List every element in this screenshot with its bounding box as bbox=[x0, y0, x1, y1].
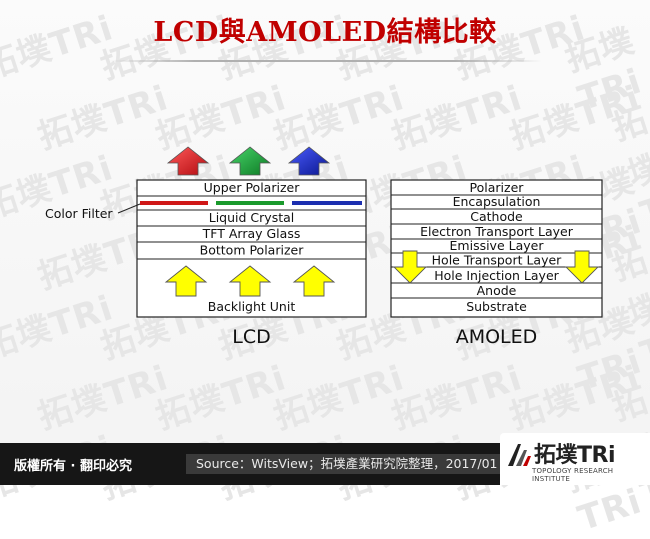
amoled-stack: Polarizer Encapsulation Cathode Electron… bbox=[390, 179, 603, 318]
blue-color-filter bbox=[292, 201, 362, 205]
lcd-layer-upper-polarizer: Upper Polarizer bbox=[204, 180, 301, 195]
amoled-layer-encapsulation: Encapsulation bbox=[453, 194, 541, 209]
lcd-caption: LCD bbox=[232, 326, 270, 348]
structure-comparison-diagram: Upper Polarizer Liquid Crystal TFT Array… bbox=[45, 146, 603, 348]
red-color-filter bbox=[140, 201, 208, 205]
red-light-arrow-icon bbox=[166, 146, 210, 176]
amoled-layer-polarizer: Polarizer bbox=[470, 180, 525, 195]
lcd-stack: Upper Polarizer Liquid Crystal TFT Array… bbox=[136, 146, 367, 318]
backlight-arrow-icon bbox=[164, 265, 208, 297]
lcd-layer-bottom-polarizer: Bottom Polarizer bbox=[200, 243, 305, 258]
amoled-layer-anode: Anode bbox=[477, 283, 517, 298]
color-filter-label: Color Filter bbox=[45, 206, 113, 221]
backlight-arrow-icon bbox=[228, 265, 272, 297]
amoled-layer-emissive: Emissive Layer bbox=[450, 238, 545, 253]
title-divider bbox=[108, 60, 542, 62]
blue-light-arrow-icon bbox=[287, 146, 331, 176]
lcd-layer-liquid-crystal: Liquid Crystal bbox=[209, 210, 295, 225]
logo-wordmark: 拓墣TRi bbox=[534, 443, 616, 468]
amoled-layer-electron-transport: Electron Transport Layer bbox=[420, 224, 574, 239]
backlight-arrow-icon bbox=[292, 265, 336, 297]
amoled-outer-frame bbox=[390, 179, 603, 318]
amoled-layer-substrate: Substrate bbox=[466, 299, 527, 314]
amoled-caption: AMOLED bbox=[456, 326, 538, 348]
company-logo: 拓墣TRi TOPOLOGY RESEARCH INSTITUTE bbox=[500, 433, 650, 485]
color-filter-leader-line bbox=[117, 203, 141, 214]
logo-mark-icon bbox=[508, 444, 531, 466]
green-color-filter bbox=[216, 201, 284, 205]
amoled-layer-hole-injection: Hole Injection Layer bbox=[434, 268, 559, 283]
amoled-down-arrow-icon bbox=[392, 250, 428, 284]
logo-subtitle: TOPOLOGY RESEARCH INSTITUTE bbox=[532, 467, 614, 483]
lcd-layer-tft-array-glass: TFT Array Glass bbox=[202, 226, 301, 241]
amoled-layer-hole-transport: Hole Transport Layer bbox=[432, 253, 563, 268]
green-light-arrow-icon bbox=[228, 146, 272, 176]
amoled-layer-cathode: Cathode bbox=[470, 209, 523, 224]
copyright-notice: 版權所有 · 翻印必究 bbox=[14, 459, 132, 474]
source-citation: Source：WitsView；拓墣產業研究院整理，2017/01 bbox=[186, 454, 508, 474]
page-title: LCD與AMOLED結構比較 bbox=[153, 17, 497, 48]
amoled-down-arrow-icon bbox=[564, 250, 600, 284]
lcd-layer-backlight-unit: Backlight Unit bbox=[208, 299, 296, 314]
